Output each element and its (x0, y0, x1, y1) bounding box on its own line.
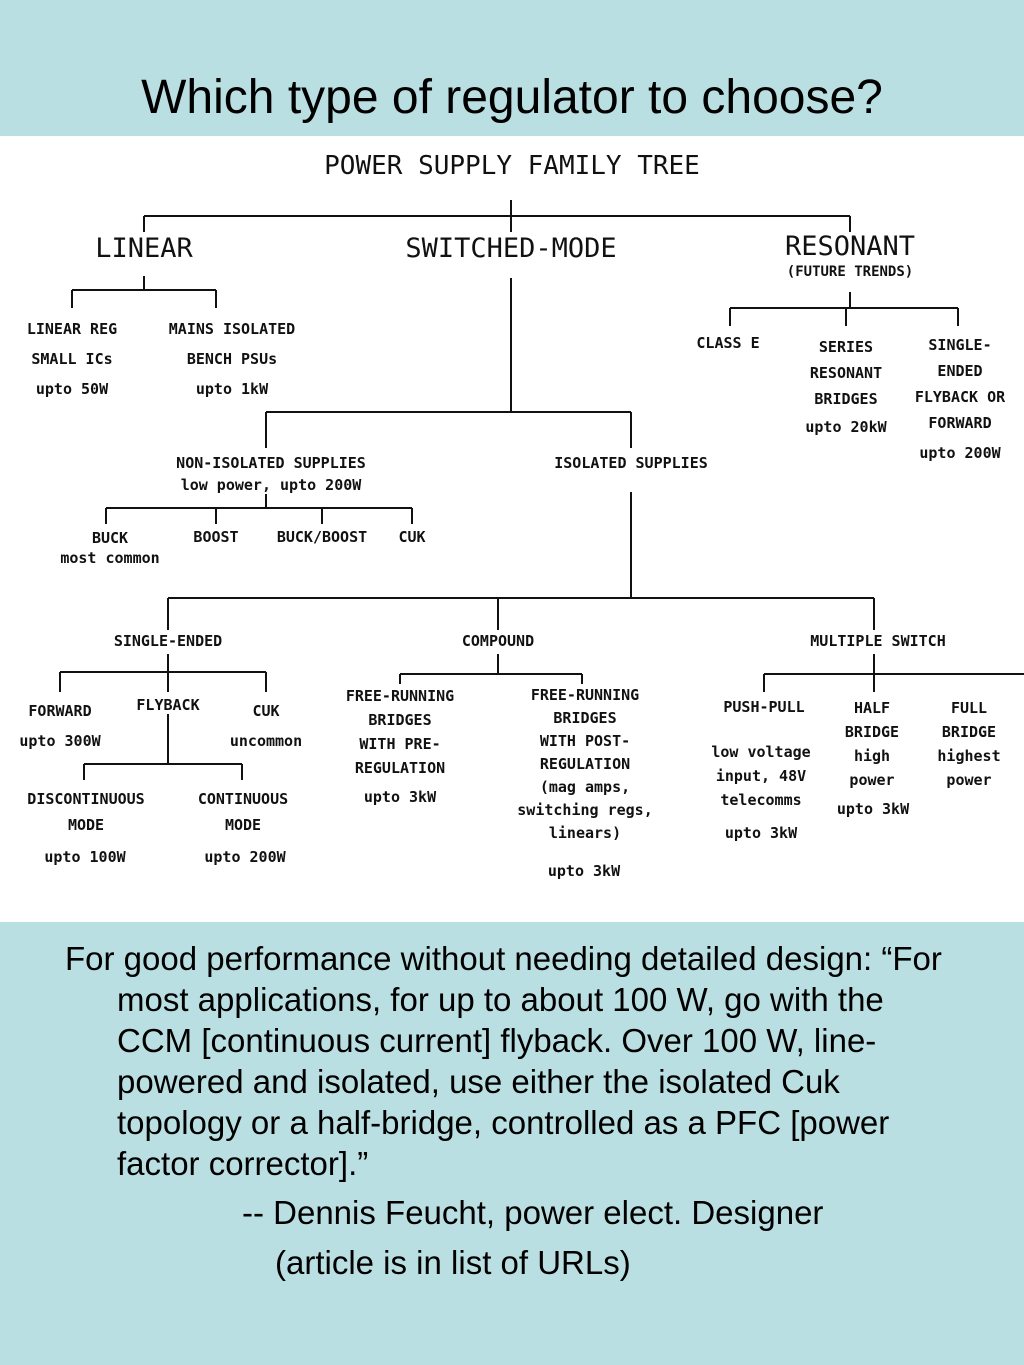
flyback-node: FLYBACK (136, 696, 200, 714)
single-ended-node: SINGLE-ENDED (113, 632, 223, 650)
class-e-node: CLASS E (696, 334, 760, 352)
buck-node: BUCK most common (60, 529, 160, 567)
continuous-mode-power: upto 200W (204, 848, 286, 866)
push-pull-power: upto 3kW (724, 824, 798, 842)
non-isolated-node: NON-ISOLATED SUPPLIES low power, upto 20… (176, 454, 366, 494)
quote-paragraph: For good performance without needing det… (65, 940, 942, 1182)
boost-node: BOOST (193, 528, 239, 546)
single-ended-flyback-power: upto 200W (919, 444, 1001, 462)
discontinuous-mode-node: DISCONTINUOUS MODE (27, 790, 145, 834)
series-resonant-power: upto 20kW (805, 418, 887, 436)
free-running-pre-power: upto 3kW (363, 788, 437, 806)
buck-boost-node: BUCK/BOOST (276, 528, 368, 546)
linear-reg-node: LINEAR REG SMALL ICs upto 50W (26, 320, 118, 398)
quote-attribution: -- Dennis Feucht, power elect. Designer (242, 1194, 824, 1231)
tree-title: POWER SUPPLY FAMILY TREE (324, 151, 700, 181)
linear-node: LINEAR (95, 233, 193, 264)
cuk-isolated-node: CUK uncommon (229, 702, 303, 750)
slide-title: Which type of regulator to choose? (141, 71, 883, 124)
quote-text: For good performance without needing det… (65, 938, 965, 1184)
continuous-mode-node: CONTINUOUS MODE (197, 790, 289, 834)
family-tree-diagram: POWER SUPPLY FAMILY TREE LINEAR SWITCHED… (0, 136, 1024, 922)
half-bridge-node: HALF BRIDGE high power (844, 699, 900, 789)
multiple-switch-node: MULTIPLE SWITCH (810, 632, 946, 650)
free-running-post-power: upto 3kW (547, 862, 621, 880)
mains-isolated-node: MAINS ISOLATED BENCH PSUs upto 1kW (168, 320, 296, 398)
half-bridge-power: upto 3kW (836, 800, 910, 818)
cuk-non-isolated-node: CUK (398, 528, 426, 546)
switched-mode-node: SWITCHED-MODE (405, 233, 617, 264)
push-pull-node: PUSH-PULL (723, 698, 805, 716)
compound-node: COMPOUND (461, 632, 535, 650)
resonant-subtitle: (FUTURE TRENDS) (786, 264, 914, 280)
title-band (0, 0, 1024, 136)
forward-node: FORWARD upto 300W (19, 702, 101, 750)
isolated-node: ISOLATED SUPPLIES (554, 454, 708, 472)
resonant-node: RESONANT (784, 231, 916, 262)
push-pull-description: low voltage input, 48V telecomms (711, 743, 811, 809)
free-running-post-node: FREE-RUNNING BRIDGES WITH POST- REGULATI… (517, 686, 653, 842)
single-ended-flyback-node: SINGLE- ENDED FLYBACK OR FORWARD (914, 336, 1006, 432)
free-running-pre-node: FREE-RUNNING BRIDGES WITH PRE- REGULATIO… (345, 687, 455, 777)
full-bridge-node: FULL BRIDGE highest power (937, 699, 1001, 789)
series-resonant-node: SERIES RESONANT BRIDGES (809, 338, 883, 408)
source-note: (article is in list of URLs) (275, 1244, 631, 1281)
tree-connectors (59, 200, 1024, 780)
discontinuous-mode-power: upto 100W (44, 848, 126, 866)
